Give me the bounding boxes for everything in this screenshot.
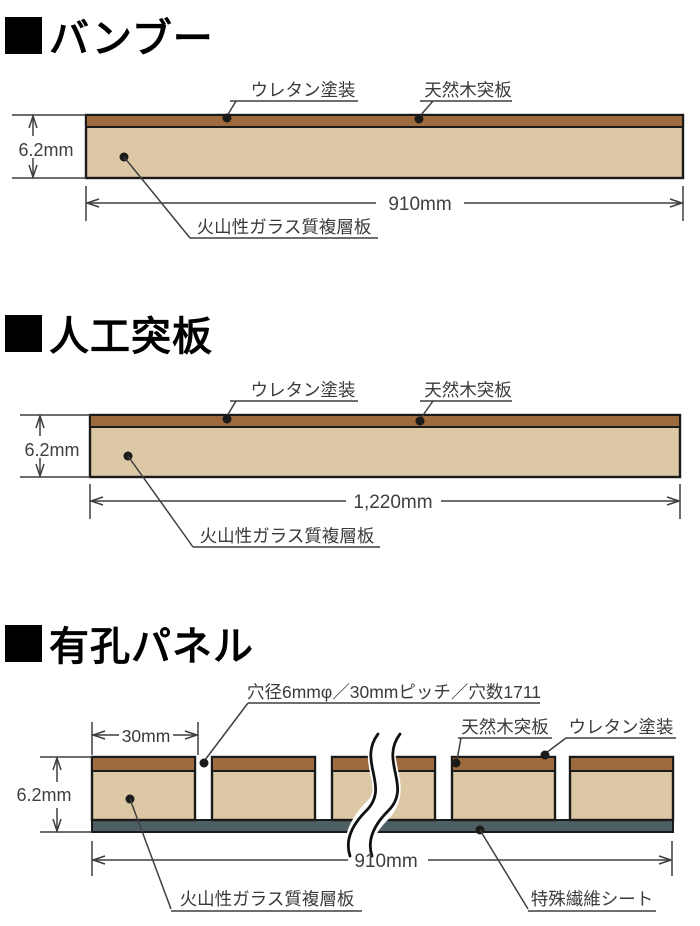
holes-spec-label: 穴径6mmφ／30mmピッチ／穴数1711 — [247, 682, 541, 702]
arrow-left-icon — [90, 855, 106, 865]
fiber-sheet-label: 特殊繊維シート — [531, 889, 654, 909]
leader-line — [127, 455, 194, 548]
artificial-board-label: 火山性ガラス質複層板 — [200, 526, 375, 546]
leader-dot — [222, 113, 232, 123]
leader-dot — [451, 758, 461, 768]
leader-dot — [222, 414, 232, 424]
title-square-marker — [5, 314, 42, 352]
leader-line — [545, 737, 567, 754]
section-title-artificial-veneer: 人工突板 — [5, 304, 213, 362]
leader-line — [123, 156, 191, 239]
break-symbol-curve — [368, 732, 402, 858]
break-symbol-mask — [345, 720, 403, 870]
artificial-coating-label: ウレタン塗装 — [251, 380, 356, 400]
arrow-down-icon — [52, 818, 62, 834]
bamboo-board-label: 火山性ガラス質複層板 — [197, 217, 372, 237]
arrow-left-icon — [88, 496, 104, 506]
perforated-coating-label: ウレタン塗装 — [569, 717, 674, 737]
bamboo-veneer-label: 天然木突板 — [424, 80, 512, 100]
leader-line — [226, 400, 237, 417]
bamboo-coating-label: ウレタン塗装 — [251, 80, 356, 100]
leader-dot — [415, 416, 425, 426]
leader-line — [204, 702, 249, 761]
arrow-right-icon — [669, 198, 685, 208]
segment-veneer — [91, 756, 196, 772]
section-title-perforated-panel: 有孔パネル — [5, 614, 254, 672]
leader-line — [456, 737, 462, 761]
title-square-marker — [5, 624, 42, 662]
arrow-right-icon — [658, 855, 674, 865]
section-title-text: 人工突板 — [49, 315, 213, 359]
bamboo-width-value: 910mm — [388, 194, 451, 215]
perforated-thickness-value: 6.2mm — [16, 785, 71, 805]
title-square-marker — [5, 16, 42, 54]
bamboo-thickness-value: 6.2mm — [18, 140, 73, 160]
perforated-panel-diagram: 穴径6mmφ／30mmピッチ／穴数1711 30mm 天然木突板 ウレタン塗装 — [16, 682, 676, 912]
perforated-width-value: 910mm — [354, 851, 417, 872]
bamboo-veneer-layer — [85, 114, 684, 128]
leader-dot — [199, 758, 209, 768]
segment-veneer — [451, 756, 556, 772]
leader-line — [226, 100, 237, 117]
arrow-up-icon — [52, 755, 62, 771]
segment-veneer — [211, 756, 316, 772]
arrow-up-icon — [28, 113, 38, 129]
leader-line — [420, 400, 434, 419]
leader-line — [479, 829, 529, 910]
arrow-down-icon — [28, 164, 38, 180]
artificial-veneer-diagram: ウレタン塗装 天然木突板 6.2mm 1,220mm — [20, 380, 682, 548]
leader-dot — [540, 750, 550, 760]
arrow-right-icon — [666, 496, 682, 506]
section-title-text: バンブー — [49, 17, 214, 61]
artificial-width-value: 1,220mm — [353, 492, 432, 513]
arrow-right-icon — [184, 730, 200, 740]
arrow-down-icon — [35, 463, 45, 479]
artificial-thickness-value: 6.2mm — [24, 440, 79, 460]
perforated-veneer-label: 天然木突板 — [461, 717, 549, 737]
pitch-value: 30mm — [122, 726, 171, 746]
leader-line — [129, 798, 172, 910]
leader-dot — [414, 114, 424, 124]
arrow-up-icon — [35, 413, 45, 429]
arrow-left-icon — [90, 730, 106, 740]
arrow-left-icon — [84, 198, 100, 208]
artificial-veneer-label: 天然木突板 — [424, 380, 512, 400]
perforated-board-label: 火山性ガラス質複層板 — [180, 889, 355, 909]
break-symbol-curve — [346, 732, 380, 858]
section-title-text: 有孔パネル — [49, 625, 254, 669]
segment-veneer — [569, 756, 674, 772]
bamboo-diagram: ウレタン塗装 天然木突板 6.2mm 910mm — [12, 80, 685, 239]
leader-line — [419, 100, 434, 117]
artificial-veneer-layer — [89, 414, 681, 428]
section-title-bamboo: バンブー — [5, 6, 214, 64]
